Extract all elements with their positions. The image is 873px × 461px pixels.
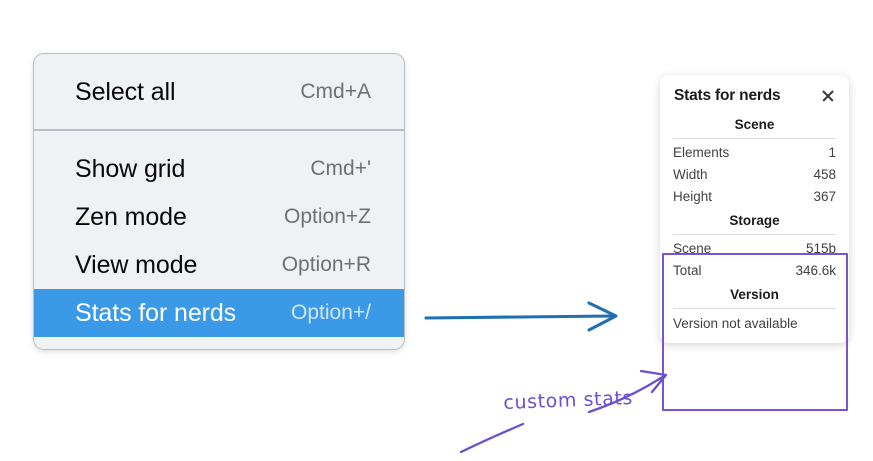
- section-rule: [673, 308, 836, 309]
- menu-item-label: Select all: [75, 77, 176, 106]
- menu-group-2: Show grid Cmd+' Zen mode Option+Z View m…: [34, 131, 404, 349]
- stats-row-value: 1: [828, 144, 836, 160]
- section-rule: [673, 234, 836, 235]
- menu-item-view-mode[interactable]: View mode Option+R: [34, 241, 404, 289]
- version-value: Version not available: [673, 316, 798, 331]
- stats-for-nerds-panel: Stats for nerds Scene Elements 1 Width 4…: [660, 75, 849, 343]
- stats-row-scene-size: Scene 515b: [673, 237, 836, 259]
- menu-group-1: Select all Cmd+A: [34, 54, 404, 129]
- menu-item-label: Show grid: [75, 154, 186, 183]
- stats-row-value: 458: [813, 166, 836, 182]
- menu-item-select-all[interactable]: Select all Cmd+A: [34, 68, 404, 116]
- stats-row-value: 367: [813, 188, 836, 204]
- menu-bottom-padding: [34, 337, 404, 349]
- stats-row-elements: Elements 1: [673, 141, 836, 163]
- stats-row-key: Elements: [673, 144, 730, 160]
- stats-row-value: 346.6k: [795, 262, 836, 278]
- section-title-version: Version: [730, 287, 779, 302]
- menu-item-shortcut: Cmd+': [310, 157, 371, 180]
- stats-row-key: Total: [673, 262, 702, 278]
- stats-panel-body: Scene Elements 1 Width 458 Height 367 St…: [660, 111, 849, 343]
- stats-row-height: Height 367: [673, 185, 836, 207]
- menu-item-shortcut: Option+Z: [284, 205, 371, 228]
- section-title-storage: Storage: [729, 213, 780, 228]
- menu-separator: [34, 129, 404, 131]
- close-icon[interactable]: [820, 88, 836, 104]
- menu-item-label: Stats for nerds: [75, 298, 237, 327]
- stats-row-width: Width 458: [673, 163, 836, 185]
- menu-item-shortcut: Option+/: [291, 301, 371, 324]
- stats-panel-title: Stats for nerds: [674, 87, 781, 104]
- stats-row-total-size: Total 346.6k: [673, 259, 836, 281]
- menu-item-show-grid[interactable]: Show grid Cmd+': [34, 145, 404, 193]
- context-menu: Select all Cmd+A Show grid Cmd+' Zen mod…: [33, 53, 405, 350]
- section-title-scene: Scene: [734, 117, 775, 132]
- blue-flow-arrow: [424, 301, 618, 332]
- stats-row-key: Scene: [673, 240, 712, 256]
- menu-item-label: View mode: [75, 250, 198, 279]
- stats-panel-header: Stats for nerds: [660, 75, 849, 111]
- section-rule: [673, 138, 836, 139]
- menu-item-shortcut: Cmd+A: [300, 80, 371, 103]
- custom-stats-annotation-label: custom stats: [503, 387, 634, 414]
- menu-item-zen-mode[interactable]: Zen mode Option+Z: [34, 193, 404, 241]
- menu-item-shortcut: Option+R: [281, 253, 371, 276]
- stats-row-key: Width: [673, 166, 708, 182]
- menu-item-label: Zen mode: [75, 202, 187, 231]
- purple-underline-stroke: [459, 422, 525, 454]
- stats-row-key: Height: [673, 188, 713, 204]
- menu-item-stats-for-nerds[interactable]: Stats for nerds Option+/: [34, 289, 404, 337]
- stats-row-value: 515b: [805, 240, 836, 256]
